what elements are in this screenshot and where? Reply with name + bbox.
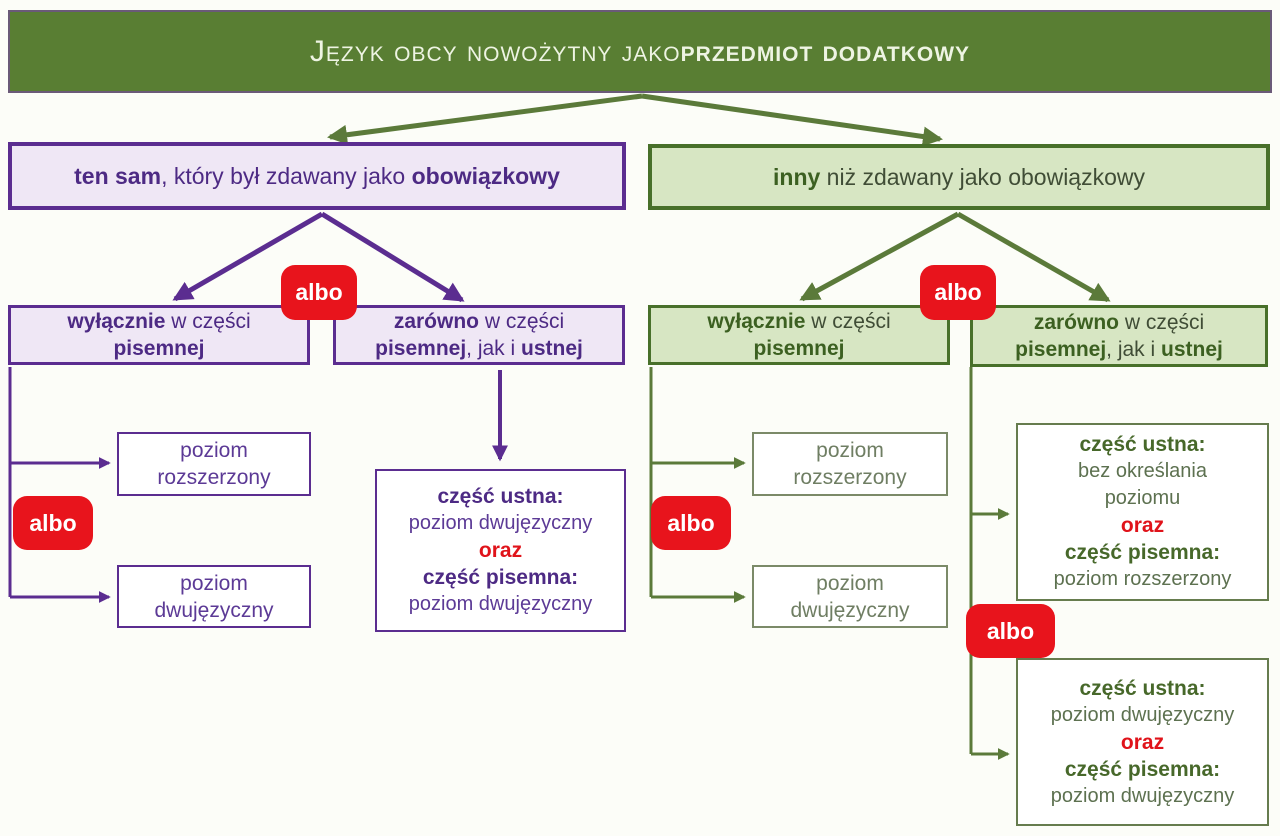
label-run: , jak i <box>466 337 522 360</box>
arrow-header-to-other <box>641 93 943 147</box>
label-run: pisemnej <box>1015 338 1107 361</box>
label-run: ustnej <box>1161 338 1223 361</box>
node-line: część pisemna: <box>1064 541 1221 564</box>
title-text: Język obcy nowożytny jako <box>309 34 681 68</box>
label-run: wyłącznie <box>67 310 166 333</box>
label-run: , jak i <box>1106 338 1162 361</box>
node-line: wyłącznie w części <box>707 308 890 335</box>
node-line: pisemnej <box>113 335 204 362</box>
albo-label: albo <box>29 509 77 536</box>
node-line: rozszerzony <box>157 466 271 489</box>
node-left-written-oral: zarówno w części pisemnej, jak i ustnej <box>333 305 625 365</box>
label-run: pisemnej <box>375 337 467 360</box>
arrow-header-to-same <box>327 93 643 145</box>
node-label: inny niż zdawany jako obowiązkowy <box>773 164 1145 191</box>
node-line: pisemnej, jak i ustnej <box>1015 336 1223 363</box>
label-run: zarówno <box>1033 311 1119 334</box>
node-line: wyłącznie w części <box>67 308 250 335</box>
node-line: poziom <box>816 571 884 595</box>
label-run: w części <box>478 310 565 333</box>
node-left-detail: część ustna: poziom dwujęzyczny oraz czę… <box>375 469 626 632</box>
arrow-same-to-written-oral <box>320 211 465 303</box>
node-other-subject: inny niż zdawany jako obowiązkowy <box>648 144 1270 210</box>
label-run: w części <box>1118 311 1205 334</box>
label-run: ten sam <box>74 162 162 189</box>
albo-label: albo <box>295 279 343 305</box>
label-run: obowiązkowy <box>411 162 560 189</box>
node-line: część pisemna: <box>422 566 579 589</box>
node-line: część pisemna: <box>1064 757 1221 781</box>
label-run: pisemnej <box>113 337 205 360</box>
node-line: zarówno w części <box>1034 309 1204 336</box>
node-line: część ustna: <box>1079 676 1206 700</box>
arrow-other-to-written-oral <box>956 211 1111 303</box>
node-right-detail1: część ustna: bez określania poziomu oraz… <box>1016 423 1269 601</box>
node-same-subject: ten sam, który był zdawany jako obowiązk… <box>8 142 626 210</box>
node-line: oraz <box>1120 514 1165 537</box>
node-line: oraz <box>478 539 523 562</box>
albo-label: albo <box>986 617 1035 644</box>
node-line: pisemnej, jak i ustnej <box>375 335 583 362</box>
diagram-title: Język obcy nowożytny jako przedmiot doda… <box>8 10 1272 93</box>
label-run: niż zdawany jako obowiązkowy <box>820 163 1145 190</box>
node-line: dwujęzyczny <box>154 598 274 622</box>
node-line: poziom <box>180 571 248 595</box>
node-line: poziom dwujęzyczny <box>408 512 593 534</box>
node-line: pisemnej <box>753 335 844 362</box>
label-run: pisemnej <box>753 337 845 360</box>
albo-badge-left-level2: albo <box>281 265 357 320</box>
label-run: , który był zdawany jako <box>161 162 412 189</box>
node-line: poziom <box>180 439 248 462</box>
node-left-level-bilingual: poziom dwujęzyczny <box>117 565 311 628</box>
node-line: poziom dwujęzyczny <box>408 593 593 615</box>
node-line: część ustna: <box>437 485 564 508</box>
label-run: inny <box>773 163 821 190</box>
albo-label: albo <box>667 509 715 536</box>
label-run: wyłącznie <box>707 310 806 333</box>
label-run: w części <box>805 310 891 333</box>
label-run: zarówno <box>393 310 479 333</box>
title-text-bold: przedmiot dodatkowy <box>680 34 971 68</box>
node-right-detail2: część ustna: poziom dwujęzyczny oraz czę… <box>1016 658 1269 826</box>
node-right-level-extended: poziom rozszerzony <box>752 432 948 496</box>
node-line: poziom dwujęzyczny <box>1050 703 1235 726</box>
label-run: w części <box>165 310 251 333</box>
node-line: zarówno w części <box>394 308 564 335</box>
node-line: rozszerzony <box>793 466 907 489</box>
arrow-same-to-written-only <box>172 211 324 302</box>
node-left-level-extended: poziom rozszerzony <box>117 432 311 496</box>
arrow-other-to-written-only <box>799 211 960 302</box>
node-line: poziom <box>816 439 884 462</box>
albo-badge-right-level2: albo <box>920 265 996 320</box>
node-line: część ustna: <box>1079 433 1206 456</box>
albo-badge-right-levels: albo <box>651 496 731 550</box>
node-label: ten sam, który był zdawany jako obowiązk… <box>74 163 560 190</box>
node-left-written-only: wyłącznie w części pisemnej <box>8 305 310 365</box>
node-right-written-only: wyłącznie w części pisemnej <box>648 305 950 365</box>
node-line: oraz <box>1120 730 1165 754</box>
node-line: poziom rozszerzony <box>1053 568 1232 590</box>
albo-badge-right-details: albo <box>966 604 1055 658</box>
albo-badge-left-levels: albo <box>13 496 93 550</box>
label-run: ustnej <box>521 337 583 360</box>
node-right-written-oral: zarówno w części pisemnej, jak i ustnej <box>970 305 1268 367</box>
node-right-level-bilingual: poziom dwujęzyczny <box>752 565 948 628</box>
node-line: poziomu <box>1104 487 1181 509</box>
node-line: poziom dwujęzyczny <box>1050 784 1235 807</box>
node-line: bez określania <box>1078 460 1207 482</box>
node-line: dwujęzyczny <box>790 598 910 622</box>
albo-label: albo <box>934 279 982 305</box>
